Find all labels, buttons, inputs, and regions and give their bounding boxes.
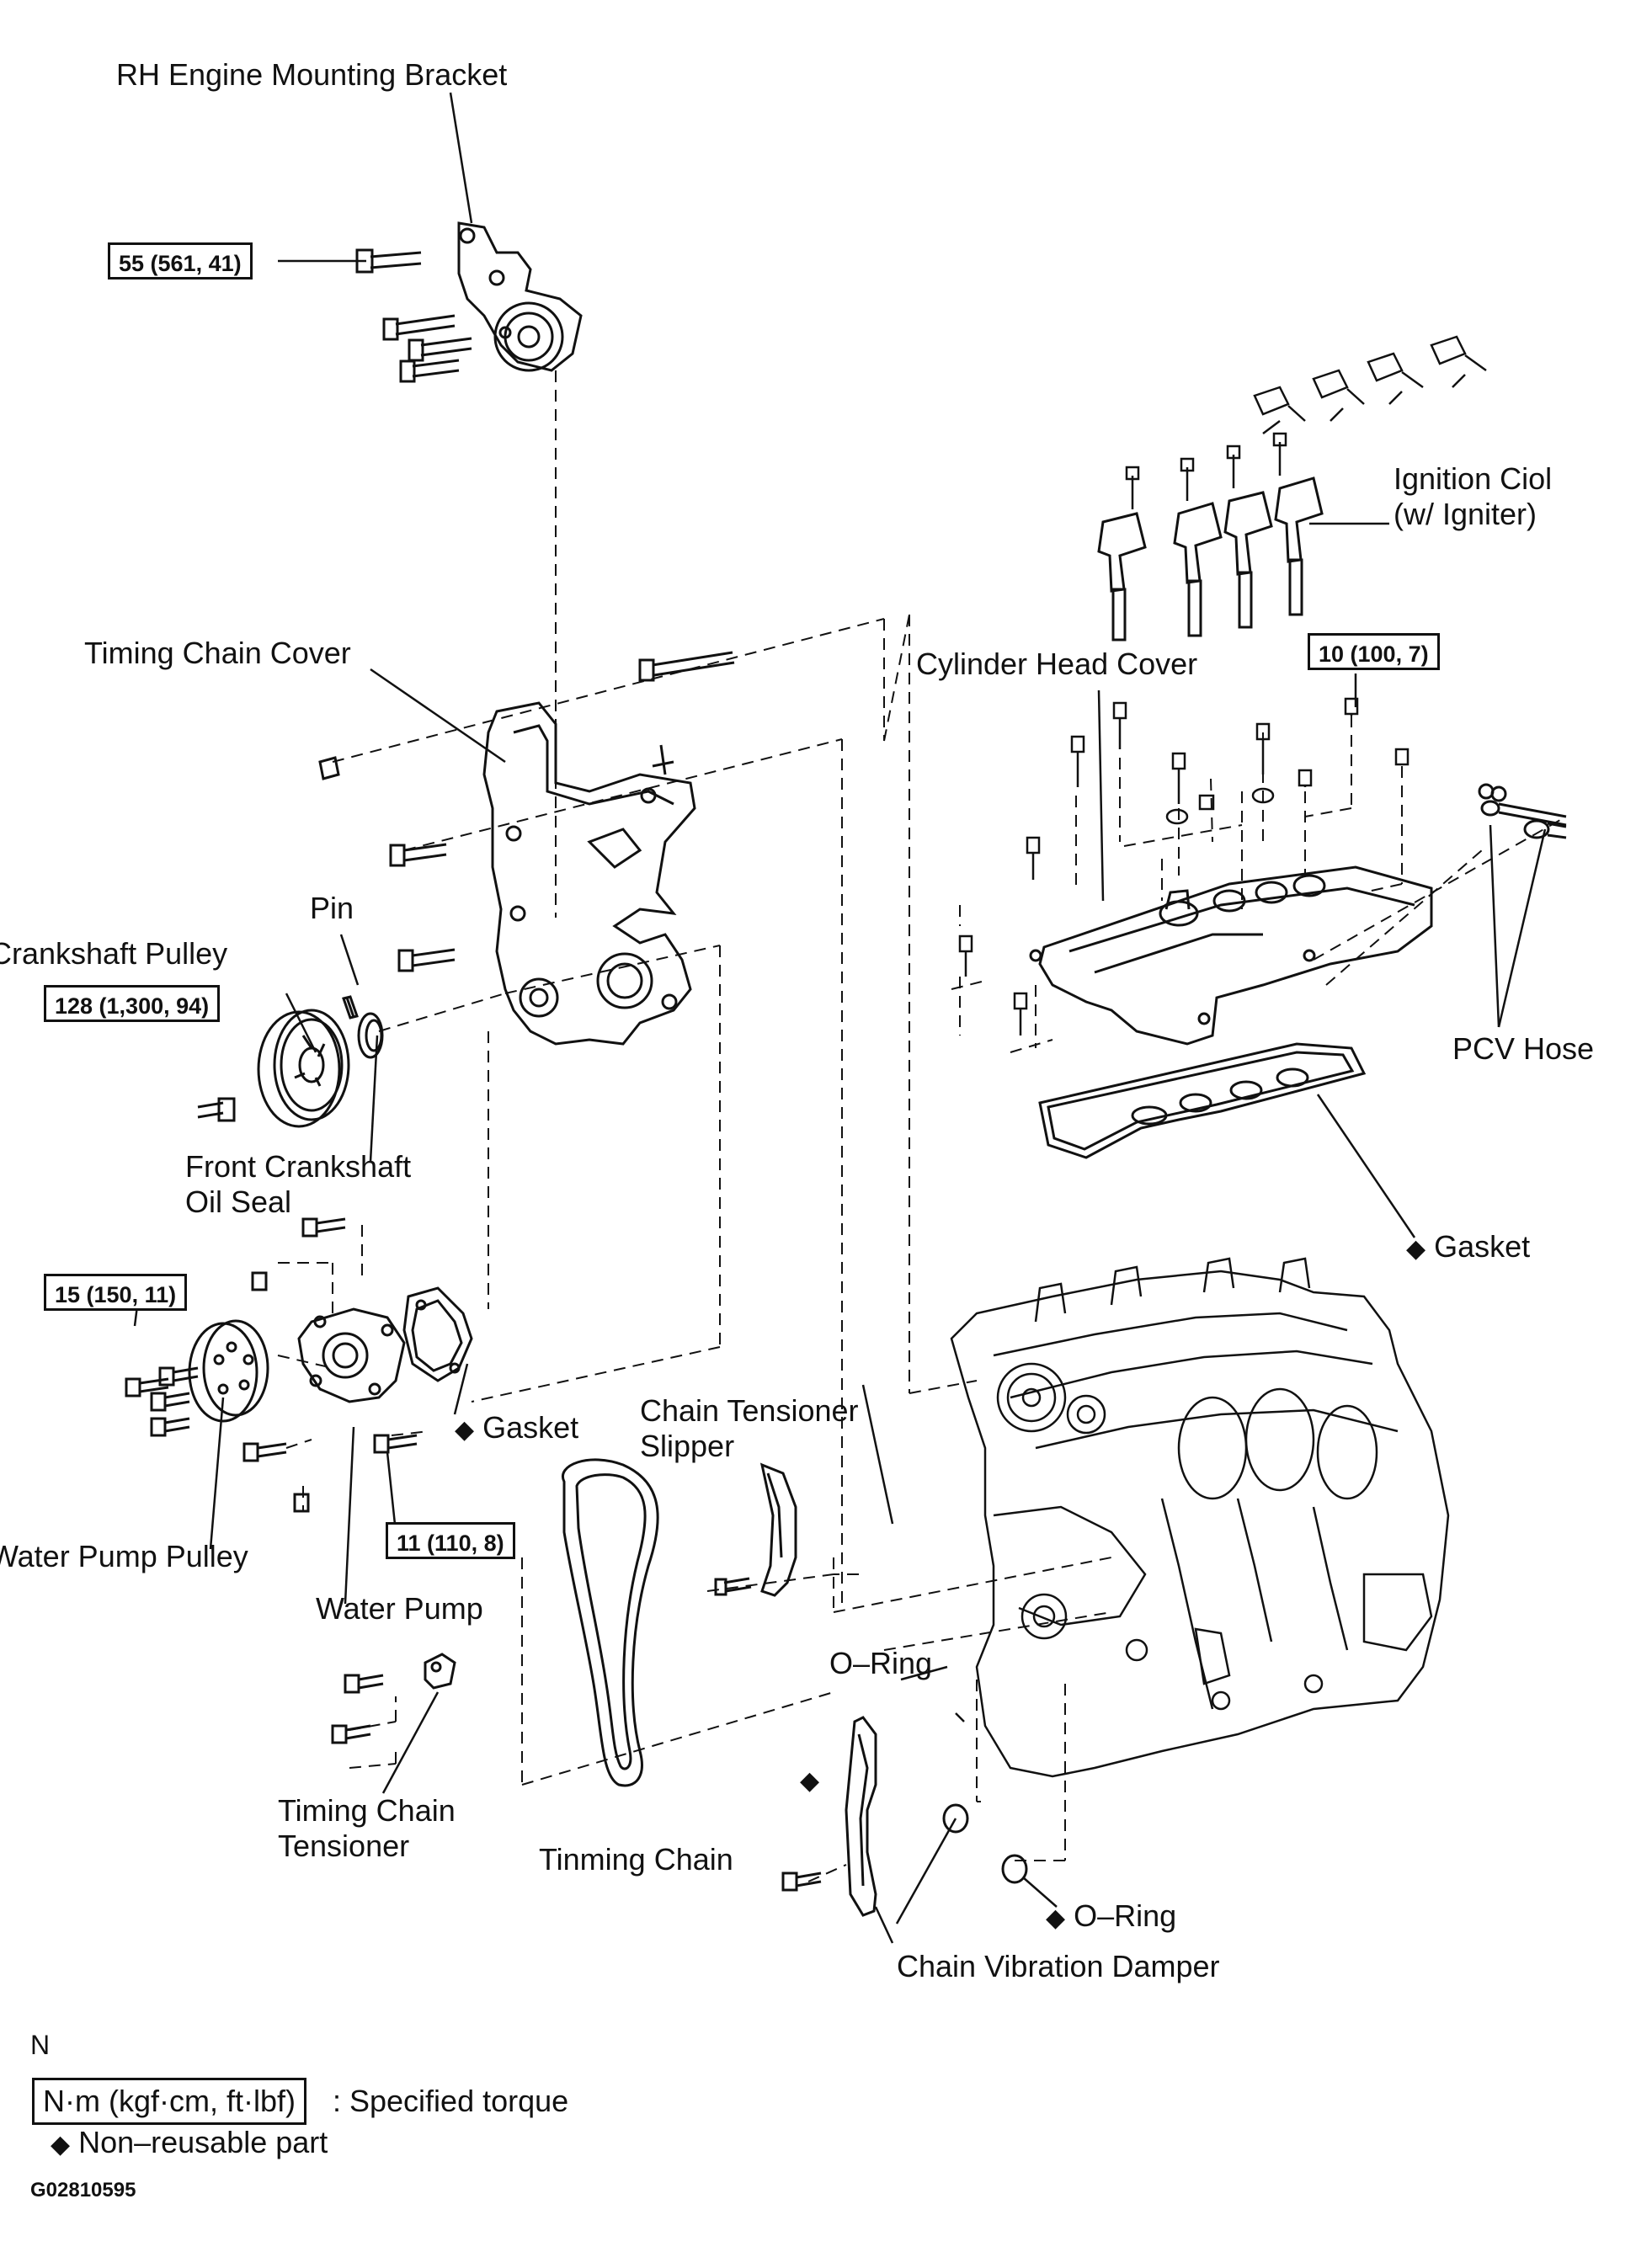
o-ring-lower-text: O–Ring [1074, 1898, 1177, 1933]
label-timing-chain: Tinming Chain [539, 1842, 733, 1877]
timing-chain-part [561, 1458, 659, 1787]
label-cylinder-head-cover: Cylinder Head Cover [916, 647, 1198, 681]
label-crankshaft-pulley: Crankshaft Pulley [0, 936, 228, 971]
figure-code: G02810595 [30, 2179, 136, 2201]
head-cover-bolts [958, 697, 1410, 1036]
chain-tensioner-slipper-part [714, 1462, 797, 1597]
label-pcv-hose: PCV Hose [1452, 1031, 1595, 1066]
label-pin: Pin [310, 891, 354, 925]
chain-vibration-damper-part [781, 1716, 877, 1917]
label-timing-chain-tensioner: Timing Chain Tensioner [278, 1793, 456, 1863]
non-reusable-marker: ◆ [1406, 1235, 1426, 1263]
label-chain-tensioner-slipper: Chain Tensioner Slipper [640, 1393, 859, 1463]
front-crankshaft-oil-seal-part [357, 1012, 384, 1059]
torque-box-water-pump: 11 (110, 8) [386, 1522, 515, 1559]
crankshaft-pulley [257, 1009, 350, 1128]
non-reusable-marker: ◆ [51, 2131, 71, 2159]
label-water-pump-pulley: Water Pump Pulley [0, 1539, 248, 1573]
label-ignition-coil: Ignition Ciol (w/ Igniter) [1394, 461, 1553, 531]
label-gasket-water-pump: ◆Gasket [455, 1410, 578, 1448]
legend-n-mark: N [30, 2030, 51, 2060]
torque-box-bracket: 55 (561, 41) [108, 242, 253, 280]
crankshaft-pulley-bolt [197, 1097, 236, 1122]
legend-torque-desc: : Specified torque [333, 2084, 569, 2118]
gasket-water-pump-text: Gasket [482, 1410, 579, 1445]
label-o-ring-lower: ◆ O–Ring [1046, 1898, 1176, 1936]
torque-box-cylinder-head-cover: 10 (100, 7) [1308, 633, 1440, 670]
gasket-head-cover-text: Gasket [1434, 1229, 1531, 1264]
alignment-lines [277, 370, 1567, 1882]
torque-box-crankshaft-pulley: 128 (1,300, 94) [44, 985, 221, 1022]
label-o-ring-upper: O–Ring [829, 1646, 933, 1680]
legend-non-reusable: ◆Non–reusable part [51, 2122, 328, 2166]
label-gasket-head-cover: ◆ Gasket [1406, 1229, 1530, 1267]
pcv-hose-parts [1478, 783, 1567, 839]
bracket-bolts [355, 248, 472, 383]
non-reusable-marker: ◆ [1046, 1904, 1066, 1932]
legend-non-reusable-text: Non–reusable part [78, 2125, 328, 2159]
water-pump-part [297, 1307, 406, 1403]
o-ring-parts [942, 1803, 1028, 1884]
water-pump-bolts [125, 1217, 418, 1513]
label-water-pump: Water Pump [316, 1591, 483, 1626]
non-reusable-marker: ◆ [455, 1416, 475, 1444]
ignition-coils [1097, 432, 1324, 642]
timing-chain-tensioner-part [331, 1653, 456, 1744]
water-pump-gasket-part [402, 1286, 473, 1382]
label-chain-vibration-damper: Chain Vibration Damper [897, 1949, 1220, 1983]
head-cover-gasket-part [1038, 1042, 1367, 1159]
label-rh-engine-mounting-bracket: RH Engine Mounting Bracket [116, 57, 508, 92]
engine-block [950, 1257, 1450, 1778]
water-pump-pulley-part [188, 1319, 269, 1423]
cylinder-head-cover [1029, 865, 1433, 1046]
non-reusable-marker-damper: ◆ [800, 1767, 820, 1795]
torque-box-water-pump-pulley: 15 (150, 11) [44, 1274, 188, 1311]
pin-part [342, 995, 359, 1020]
legend-torque-unit-box: N·m (kgf·cm, ft·lbf) [32, 2078, 306, 2125]
ignition-coil-connectors [1253, 335, 1487, 434]
timing-chain-cover [482, 701, 696, 1046]
label-timing-chain-cover: Timing Chain Cover [84, 636, 351, 670]
rh-engine-mounting-bracket [457, 221, 583, 372]
cover-studs-bolts [318, 651, 735, 972]
label-front-crankshaft-oil-seal: Front Crankshaft Oil Seal [185, 1149, 412, 1219]
leader-lines [133, 92, 1547, 1944]
